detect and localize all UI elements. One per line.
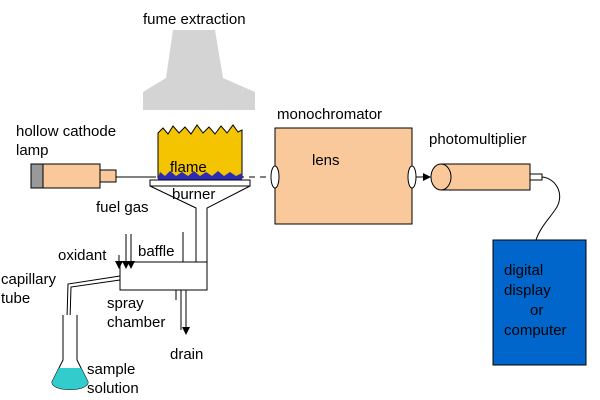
label-digital: digital <box>504 262 543 279</box>
photomultiplier-window <box>430 163 452 191</box>
label-monochromator: monochromator <box>277 106 382 123</box>
label-fuel-gas: fuel gas <box>96 199 149 216</box>
label-or: or <box>530 302 543 319</box>
label-lens: lens <box>312 152 340 169</box>
lens-right <box>407 165 417 189</box>
display-box <box>492 239 587 366</box>
monochromator-box <box>274 127 413 225</box>
flame-base <box>158 171 242 180</box>
photomultiplier-body <box>441 163 531 191</box>
label-chamber: chamber <box>107 314 165 331</box>
label-computer: computer <box>504 322 567 339</box>
lamp-body <box>42 163 101 189</box>
label-photomultiplier: photomultiplier <box>429 131 527 148</box>
label-tube: tube <box>1 290 30 307</box>
signal-cable <box>535 176 561 241</box>
photomultiplier-connector <box>529 173 543 181</box>
label-solution: solution <box>87 380 139 397</box>
label-flame: flame <box>170 159 207 176</box>
label-burner: burner <box>172 186 215 203</box>
lamp-window <box>99 169 117 183</box>
label-hollow-cathode: hollow cathode <box>16 123 116 140</box>
label-oxidant: oxidant <box>58 247 107 264</box>
spray-chamber <box>119 261 208 291</box>
sample-liquid <box>52 368 88 390</box>
label-display: display <box>504 282 551 299</box>
label-fume-extraction: fume extraction <box>143 11 246 28</box>
lamp-cap <box>30 163 44 189</box>
fume-hood <box>143 30 255 110</box>
label-drain: drain <box>170 346 203 363</box>
label-spray: spray <box>107 295 144 312</box>
lens-left <box>270 165 280 189</box>
label-baffle: baffle <box>138 243 174 260</box>
label-sample: sample <box>87 361 135 378</box>
flame-shape <box>157 124 243 179</box>
label-capillary: capillary <box>1 271 57 288</box>
label-lamp: lamp <box>16 142 49 159</box>
